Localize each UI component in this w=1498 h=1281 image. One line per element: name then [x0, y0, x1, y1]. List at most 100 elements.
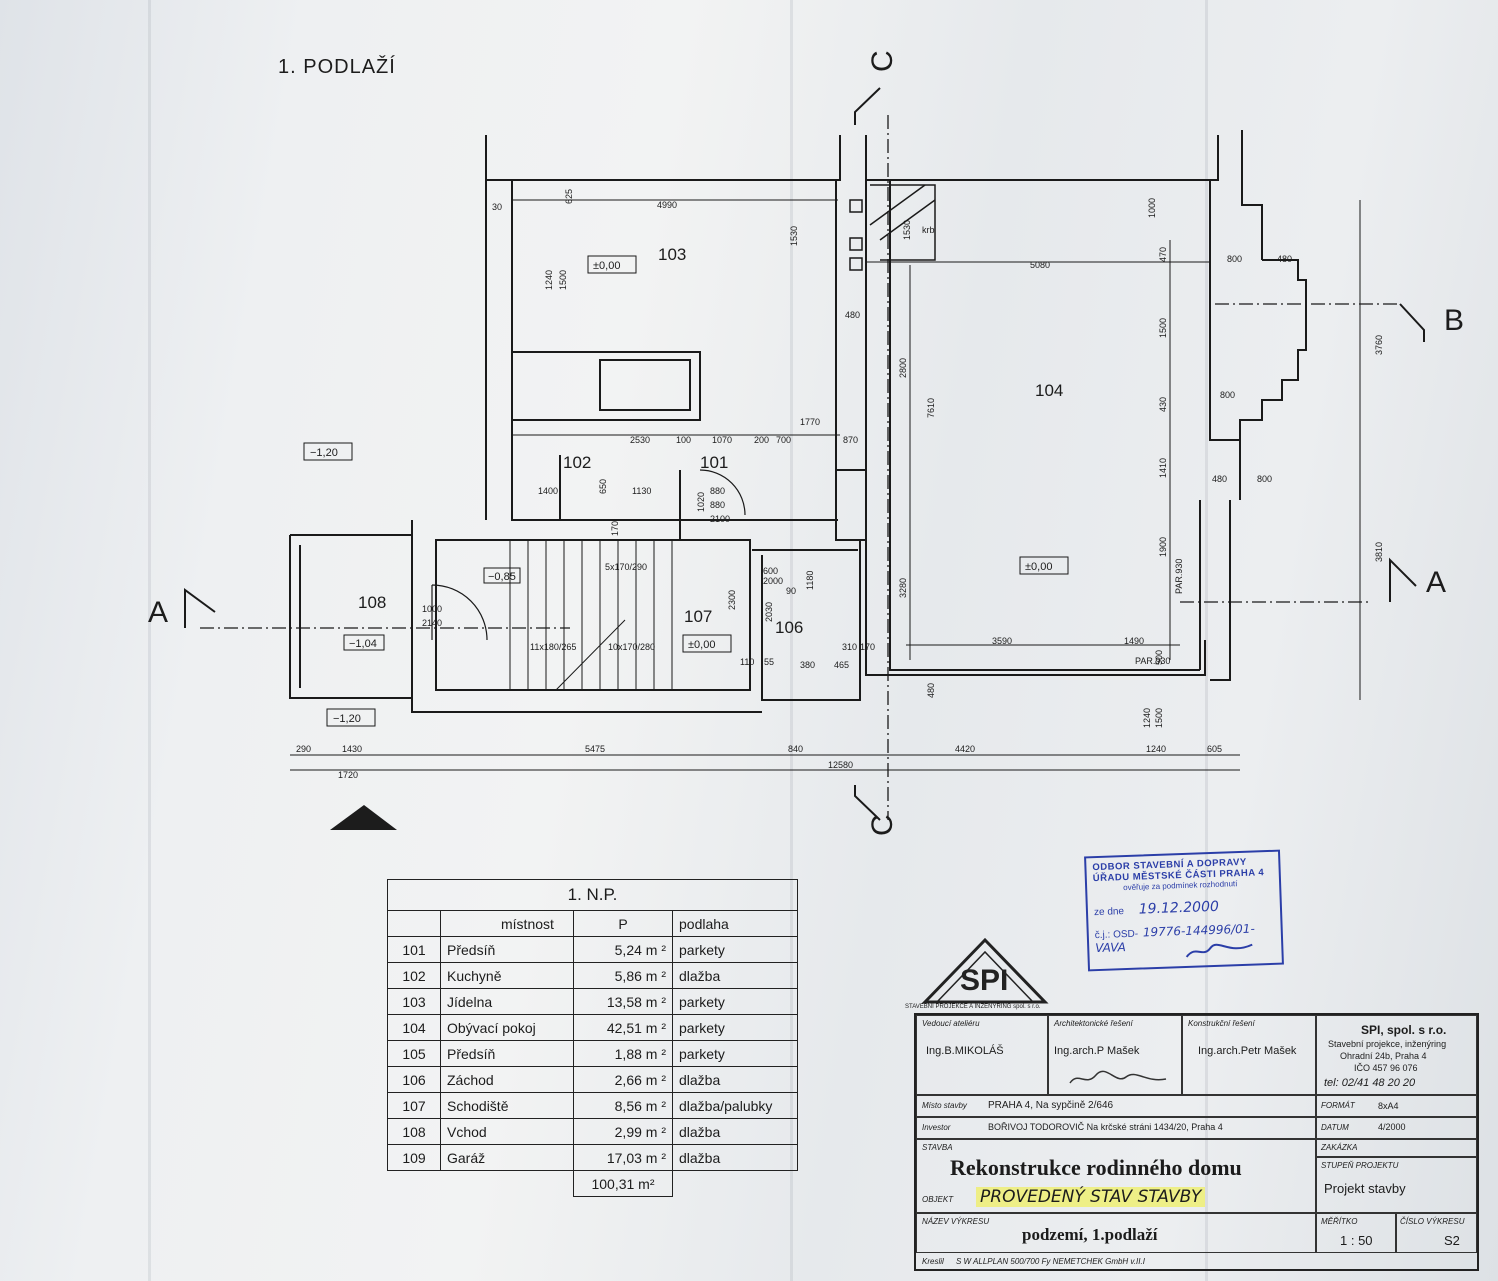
doors	[431, 469, 746, 641]
scale-label: MĚŘÍTKO	[1321, 1217, 1358, 1226]
format-label: FORMÁT	[1321, 1101, 1355, 1110]
dimension: 800	[1257, 474, 1272, 484]
stavba-label: STAVBA	[922, 1143, 953, 1152]
room-107-label: 107	[684, 607, 712, 626]
room-103-label: 103	[658, 245, 686, 264]
company-tel: tel: 02/41 48 20 20	[1324, 1077, 1416, 1089]
dimension: 4420	[955, 744, 975, 754]
dimension: 1500	[1154, 708, 1164, 728]
logo-caption: STAVEBNÍ PROJEKCE A INŽENÝRING spol. s r…	[905, 1004, 1041, 1010]
site-label: Místo stavby	[922, 1101, 967, 1110]
dimension: 1240	[1142, 708, 1152, 728]
site-value: PRAHA 4, Na sypčině 2/646	[988, 1100, 1114, 1111]
header-room: místnost	[440, 910, 574, 937]
dimension: 800	[1227, 254, 1242, 264]
dimension: 870	[843, 435, 858, 445]
drawing-title: podzemí, 1.podlaží	[1022, 1225, 1158, 1244]
stamp-ref-label: č.j.: OSD-	[1094, 928, 1139, 942]
wall	[1241, 130, 1263, 260]
company-ico: IČO 457 96 076	[1354, 1063, 1418, 1073]
dimension: 1240	[544, 270, 554, 290]
dimension: 480	[926, 683, 936, 698]
dimension: 430	[1158, 397, 1168, 412]
dimension: 3280	[898, 578, 908, 598]
parapet-note: PAR.930	[1174, 559, 1184, 594]
dimension: 100	[676, 435, 691, 445]
dimension: 310	[842, 642, 857, 652]
investor-label: Investor	[922, 1123, 951, 1132]
dimension: 1400	[538, 486, 558, 496]
section-c-top: C	[866, 50, 899, 72]
date-value: 4/2000	[1378, 1122, 1406, 1132]
scale-value: 1 : 50	[1340, 1233, 1373, 1248]
dimension: 1770	[800, 417, 820, 427]
wall	[411, 520, 762, 713]
dimension: 1240	[1146, 744, 1166, 754]
dimension: 3810	[1374, 542, 1384, 562]
object-value: PROVEDENÝ STAV STAVBY	[976, 1187, 1206, 1207]
object-label: OBJEKT	[922, 1195, 954, 1204]
room-104-label: 104	[1035, 381, 1063, 400]
room-108-label: 108	[358, 593, 386, 612]
dimension: 2000	[763, 576, 783, 586]
drawing-label: NÁZEV VÝKRESU	[922, 1217, 990, 1226]
header-area: P	[573, 910, 673, 937]
section-lines	[200, 115, 1400, 820]
parapet-note: PAR.930	[1135, 656, 1170, 666]
dimension: 3590	[992, 636, 1012, 646]
dimension: 2800	[898, 358, 908, 378]
dimension: 55	[764, 657, 774, 667]
company-desc: Stavební projekce, inženýring	[1328, 1039, 1447, 1049]
dimension: 1500	[558, 270, 568, 290]
wall	[835, 469, 867, 541]
stage-label: STUPEŇ PROJEKTU	[1321, 1161, 1399, 1170]
paper-fold	[790, 0, 793, 1281]
room-101-label: 101	[700, 453, 728, 472]
wall	[1239, 259, 1307, 460]
wall	[599, 359, 691, 411]
level-103: ±0,00	[593, 260, 620, 272]
company-address: Ohradní 24b, Praha 4	[1340, 1051, 1427, 1061]
wall	[889, 180, 1200, 671]
dimension: 3760	[1374, 335, 1384, 355]
dimension: 90	[786, 586, 796, 596]
dimension: 2530	[630, 435, 650, 445]
dimension: 170	[610, 521, 620, 536]
dimension: 1530	[789, 226, 799, 246]
logo-text: SPI	[960, 964, 1008, 997]
lead-value: Ing.B.MIKOLÁŠ	[926, 1045, 1004, 1057]
sheet-title: 1. PODLAŽÍ	[278, 56, 396, 78]
dimension: 1070	[712, 435, 732, 445]
north-arrow-icon	[330, 805, 397, 830]
dimension: 700	[776, 435, 791, 445]
fireplace-label: krb	[922, 225, 935, 235]
wall	[865, 135, 1219, 181]
section-a-left: A	[148, 596, 168, 629]
dimension: 480	[845, 310, 860, 320]
investor-value: BOŘIVOJ TODOROVIČ Na krčské stráni 1434/…	[988, 1122, 1223, 1132]
dimension: 625	[564, 189, 574, 204]
schedule-header-row: místnost P podlaha	[387, 910, 798, 937]
signature-icon	[1069, 1070, 1167, 1084]
spi-logo-icon: SPI	[921, 937, 1049, 1004]
dimension: 605	[1207, 744, 1222, 754]
stamp-date-label: ze dne	[1093, 906, 1125, 919]
title-block: Vedoucí ateliéru Ing.B.MIKOLÁŠ Architekt…	[914, 1013, 1479, 1271]
approval-stamp: ODBOR STAVEBNÍ A DOPRAVY ÚŘADU MĚSTSKÉ Č…	[1084, 849, 1284, 972]
dimension: 2100	[710, 514, 730, 524]
wall	[512, 351, 701, 421]
format-value: 8xA4	[1378, 1101, 1399, 1111]
schedule-total-row: 100,31 m²	[388, 1170, 798, 1197]
dimension-lines	[290, 199, 1361, 771]
dimension: 1410	[1158, 458, 1168, 478]
dimension: 1130	[632, 486, 651, 496]
dimension: 480	[1277, 254, 1292, 264]
